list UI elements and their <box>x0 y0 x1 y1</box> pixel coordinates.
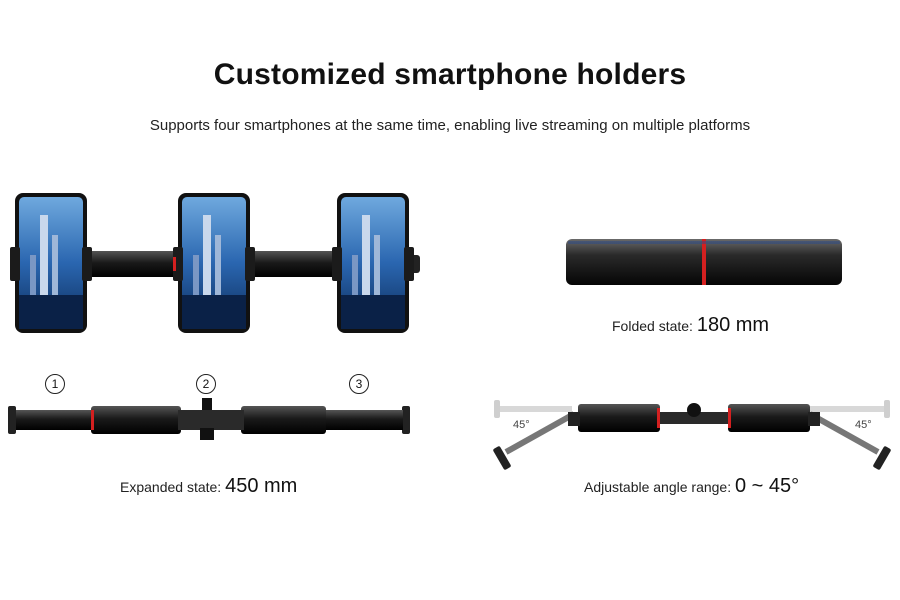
expanded-rod-illustration <box>8 398 410 440</box>
right-angle-label: 45° <box>855 419 872 431</box>
segment-badge-2: 2 <box>196 374 216 394</box>
page-title: Customized smartphone holders <box>213 58 687 91</box>
folded-rod-illustration <box>566 239 842 285</box>
page-subtitle: Supports four smartphones at the same ti… <box>149 117 751 134</box>
expanded-label: Expanded state: <box>120 479 222 495</box>
phone-1-icon <box>10 193 92 333</box>
folded-value: 180 mm <box>696 314 770 336</box>
phone-2-icon <box>173 193 255 333</box>
segment-badge-1: 1 <box>45 374 65 394</box>
expanded-value: 450 mm <box>225 475 298 497</box>
angle-value: 0 ~ 45° <box>735 475 800 497</box>
angle-label: Adjustable angle range: <box>584 479 732 495</box>
folded-caption: Folded state: 180 mm <box>612 314 769 337</box>
phones-on-holder-illustration <box>10 193 420 333</box>
angle-rod-illustration <box>493 400 891 470</box>
folded-label: Folded state: <box>612 318 693 334</box>
angle-caption: Adjustable angle range: 0 ~ 45° <box>584 475 799 498</box>
left-angle-label: 45° <box>513 419 530 431</box>
segment-badge-3: 3 <box>349 374 369 394</box>
expanded-caption: Expanded state: 450 mm <box>120 475 297 498</box>
phone-3-icon <box>332 193 414 333</box>
